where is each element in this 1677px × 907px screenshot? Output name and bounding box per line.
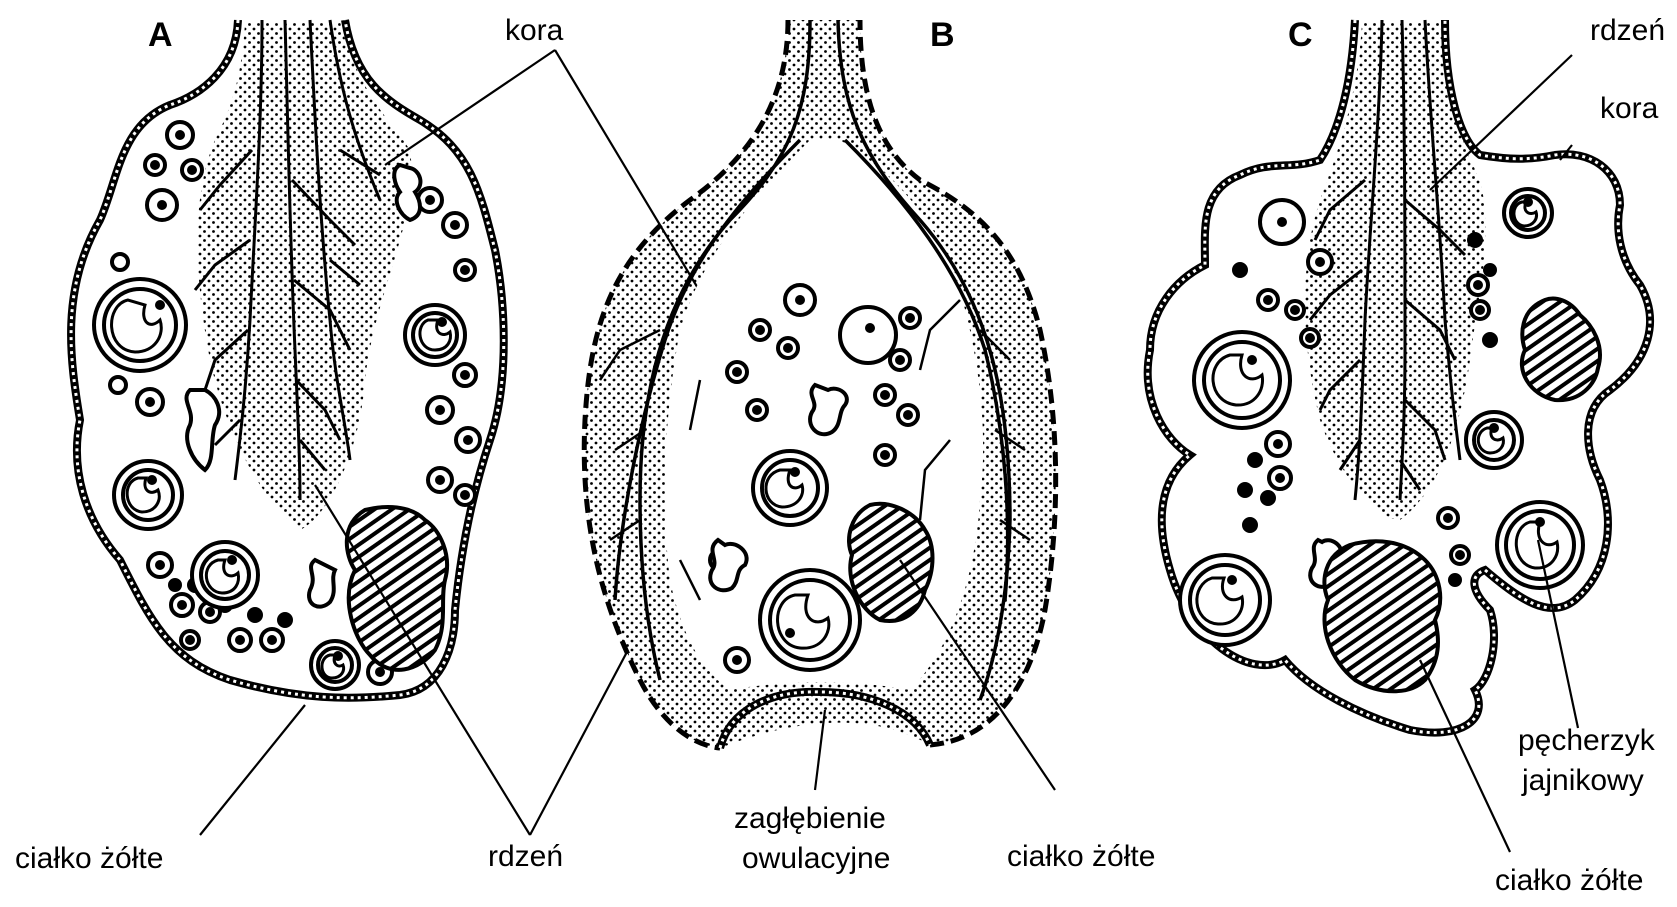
panel-c-corpus-luteum-1 [1522, 299, 1600, 401]
label-b-zaglebienie-line1: zagłębienie [734, 802, 886, 835]
label-ab-rdzen: rdzeń [488, 840, 563, 873]
panel-c-corpus-luteum-2 [1324, 541, 1440, 691]
label-b-cialko-zolte: ciałko żółte [1007, 840, 1155, 873]
label-c-pecherzyk-line2: jajnikowy [1521, 764, 1644, 797]
panel-b-corpus-luteum [849, 504, 932, 621]
panel-a-medulla [198, 22, 412, 530]
panel-a-letter: A [148, 16, 173, 54]
label-c-kora: kora [1600, 92, 1659, 125]
label-c-rdzen: rdzeń [1590, 14, 1665, 47]
label-c-cialko-zolte: ciałko żółte [1495, 864, 1643, 897]
panel-b: B [584, 16, 1055, 790]
label-a-kora: kora [505, 14, 564, 47]
panel-c-letter: C [1288, 16, 1313, 54]
panel-a-corpus-luteum [347, 507, 447, 670]
label-c-pecherzyk-line1: pęcherzyk [1518, 724, 1656, 757]
panel-b-letter: B [930, 16, 955, 54]
label-b-zaglebienie-line2: owulacyjne [742, 842, 890, 875]
label-a-cialko-zolte: ciałko żółte [15, 842, 163, 875]
